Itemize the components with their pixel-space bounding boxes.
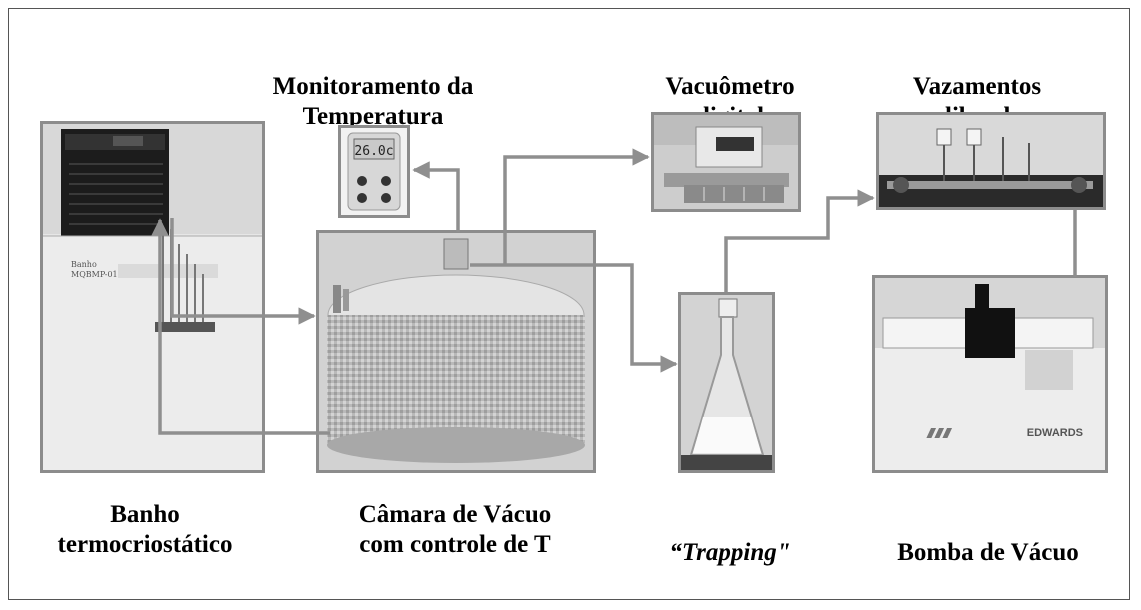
banho-panel-line1: Banho — [71, 260, 97, 269]
photo-bomba: EDWARDS — [872, 275, 1108, 473]
arrow-banho-to-camara — [170, 218, 316, 325]
pump-brand: EDWARDS — [1027, 427, 1083, 439]
photo-vacuometro — [651, 112, 801, 212]
thermometer-illustration: 26.0c — [341, 128, 407, 215]
banho-panel-line2: MQBMP-01 — [71, 270, 118, 279]
arrow-camara-to-vacuometro — [503, 148, 650, 265]
photo-trapping — [678, 292, 775, 473]
label-camara-line2: com controle de T — [359, 531, 551, 558]
label-vazamentos-line1: Vazamentos — [912, 73, 1042, 100]
photo-banho: Banho MQBMP-01 — [40, 121, 265, 473]
label-banho-line2: termocriostático — [57, 531, 233, 558]
label-monitoramento-line1: Monitoramento da — [272, 73, 474, 100]
label-camara: Câmara de Vácuo com controle de T — [305, 500, 605, 560]
photo-termometro: 26.0c — [338, 125, 410, 218]
label-banho: Banho termocriostático — [20, 500, 270, 560]
label-trapping: “Trapping" — [669, 539, 791, 566]
label-camara-line1: Câmara de Vácuo — [358, 501, 552, 528]
thermometer-reading: 26.0c — [354, 144, 393, 159]
photo-camara — [316, 230, 596, 473]
camara-illustration — [319, 233, 593, 470]
vazamentos-illustration — [879, 115, 1103, 207]
arrow-camara-return — [151, 218, 330, 435]
vacuometro-illustration — [654, 115, 798, 209]
arrow-camara-to-termometro — [412, 161, 460, 232]
label-banho-line1: Banho — [110, 501, 180, 528]
label-bomba-text: Bomba de Vácuo — [897, 539, 1079, 566]
label-bomba: Bomba de Vácuo — [868, 538, 1108, 568]
arrow-camara-to-trapping — [470, 263, 678, 373]
label-monitoramento: Monitoramento da Temperatura — [238, 72, 508, 132]
banho-illustration: Banho MQBMP-01 — [43, 124, 262, 470]
label-vacuometro-line1: Vacuômetro — [665, 73, 795, 100]
photo-vazamentos — [876, 112, 1106, 210]
trapping-illustration — [681, 295, 772, 470]
bomba-illustration: EDWARDS — [875, 278, 1105, 470]
arrow-trapping-to-vazamentos — [724, 189, 875, 292]
